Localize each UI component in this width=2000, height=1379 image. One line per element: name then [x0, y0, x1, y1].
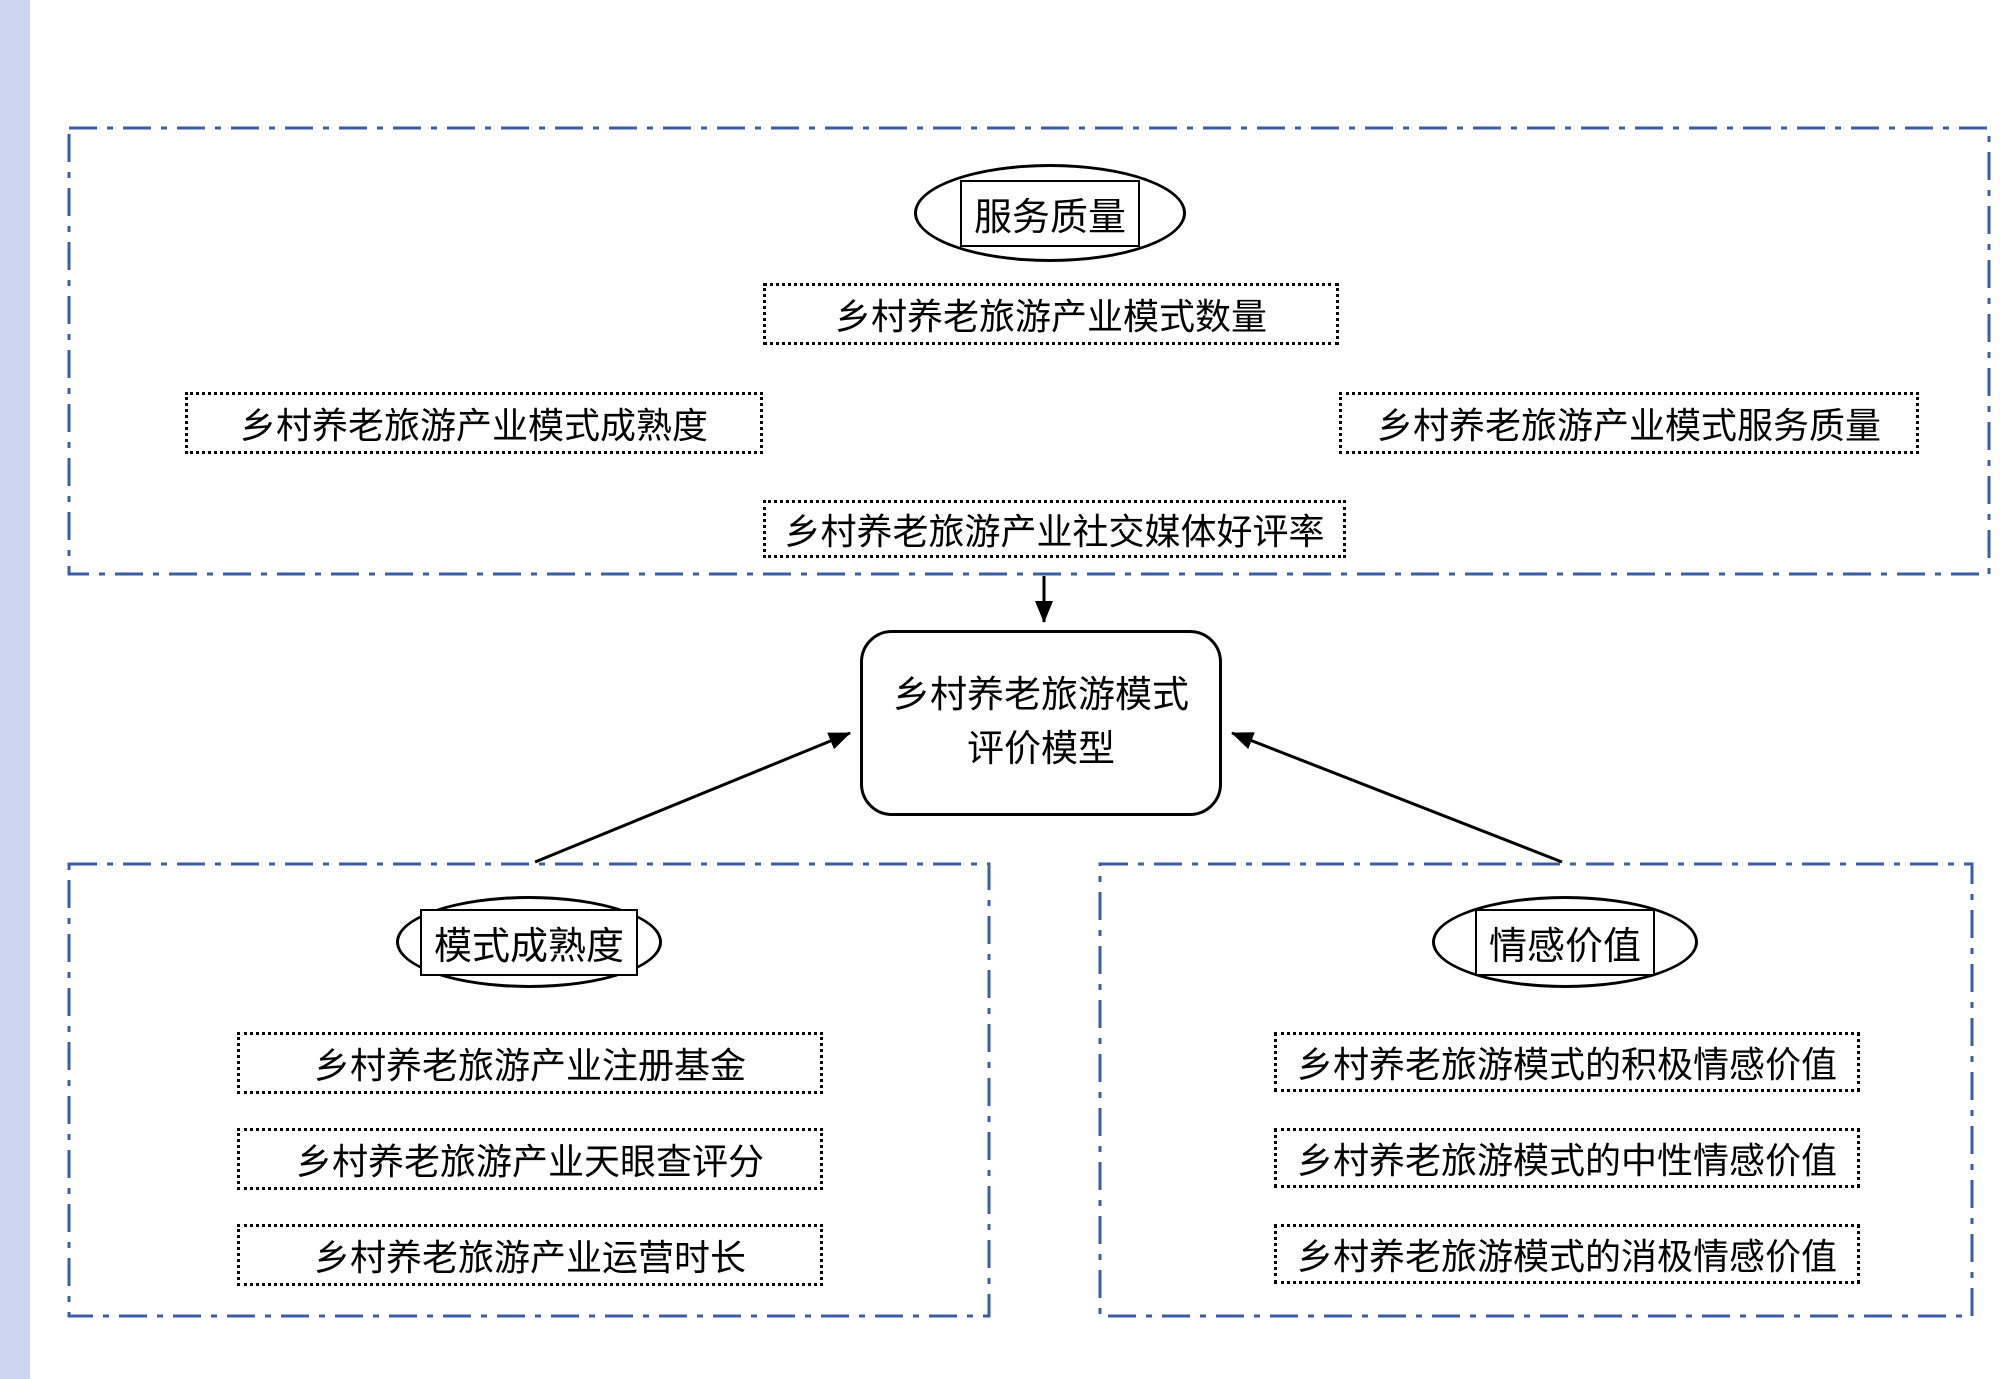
center-evaluation-model-node: 乡村养老旅游模式 评价模型	[860, 630, 1222, 816]
indicator-tianyancha-score: 乡村养老旅游产业天眼查评分	[237, 1128, 823, 1190]
indicator-label: 乡村养老旅游模式的消极情感价值	[1296, 1237, 1837, 1277]
indicator-label: 乡村养老旅游产业注册基金	[313, 1046, 746, 1086]
service-quality-title-rect: 服务质量	[959, 179, 1140, 247]
mode-maturity-ellipse: 模式成熟度	[396, 896, 662, 988]
indicator-label: 乡村养老旅游产业模式数量	[834, 297, 1267, 337]
arrow-mode-maturity-to-center	[534, 731, 851, 864]
service-quality-ellipse: 服务质量	[914, 164, 1186, 262]
indicator-label: 乡村养老旅游产业社交媒体好评率	[784, 512, 1325, 552]
indicator-mode-service-quality: 乡村养老旅游产业模式服务质量	[1339, 392, 1919, 454]
emotional-value-title-rect: 情感价值	[1474, 908, 1655, 976]
emotional-value-frame	[1098, 862, 1974, 1318]
indicator-social-media-rating: 乡村养老旅游产业社交媒体好评率	[763, 500, 1346, 558]
indicator-label: 乡村养老旅游产业天眼查评分	[295, 1142, 764, 1182]
indicator-mode-maturity-level: 乡村养老旅游产业模式成熟度	[185, 392, 763, 454]
arrow-emotional-value-to-center	[1231, 731, 1563, 864]
indicator-registered-fund: 乡村养老旅游产业注册基金	[237, 1032, 823, 1094]
page-margin-strip	[0, 0, 30, 1379]
indicator-negative-emotional-value: 乡村养老旅游模式的消极情感价值	[1274, 1224, 1860, 1284]
indicator-neutral-emotional-value: 乡村养老旅游模式的中性情感价值	[1274, 1128, 1860, 1188]
mode-maturity-title: 模式成熟度	[433, 925, 624, 968]
indicator-label: 乡村养老旅游产业运营时长	[313, 1238, 746, 1278]
mode-maturity-frame	[67, 862, 991, 1318]
service-quality-frame	[67, 126, 1991, 576]
indicator-positive-emotional-value: 乡村养老旅游模式的积极情感价值	[1274, 1032, 1860, 1092]
mode-maturity-title-rect: 模式成熟度	[419, 908, 638, 976]
indicator-label: 乡村养老旅游产业模式成熟度	[239, 406, 708, 446]
indicator-label: 乡村养老旅游产业模式服务质量	[1376, 406, 1881, 446]
indicator-operation-duration: 乡村养老旅游产业运营时长	[237, 1224, 823, 1286]
emotional-value-title: 情感价值	[1488, 925, 1641, 968]
indicator-mode-quantity: 乡村养老旅游产业模式数量	[763, 283, 1339, 345]
indicator-label: 乡村养老旅游模式的积极情感价值	[1296, 1045, 1837, 1085]
center-node-line1: 乡村养老旅游模式	[893, 675, 1189, 717]
indicator-label: 乡村养老旅游模式的中性情感价值	[1296, 1141, 1837, 1181]
service-quality-title: 服务质量	[973, 196, 1126, 239]
emotional-value-ellipse: 情感价值	[1432, 896, 1698, 988]
center-node-line2: 评价模型	[967, 729, 1115, 770]
